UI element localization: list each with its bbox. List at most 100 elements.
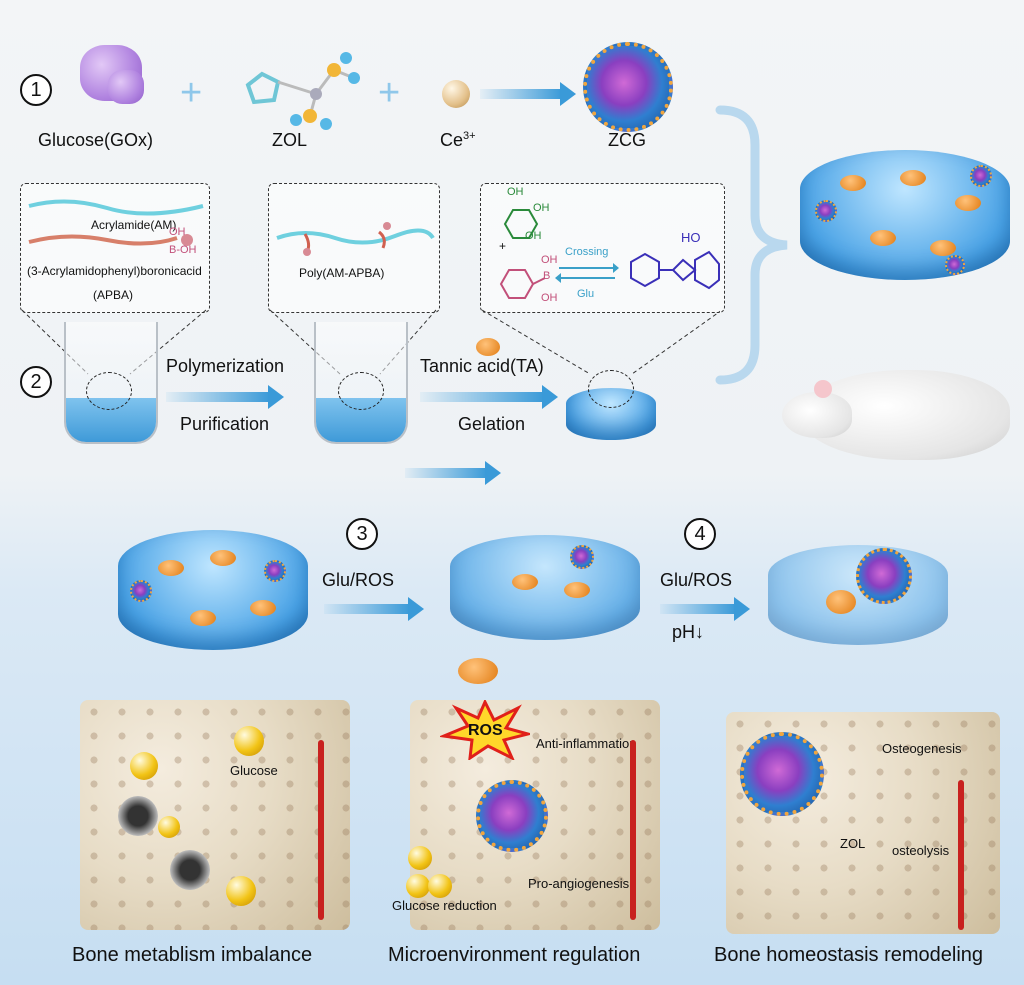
ta-particle xyxy=(158,560,184,576)
anti-inflammation-label: Anti-inflammation xyxy=(536,736,637,751)
apba-long-label: (3-Acrylamidophenyl)boronicacid xyxy=(27,264,202,278)
boronate-ester-structure xyxy=(630,250,720,290)
b-oh-1: OH xyxy=(541,254,558,266)
glucose-ball xyxy=(130,752,158,780)
glu-ros-label-1: Glu/ROS xyxy=(322,570,395,590)
ta-particle xyxy=(870,230,896,246)
poly-label: Poly(AM-APBA) xyxy=(299,266,385,280)
arrow-degrade-1 xyxy=(324,597,424,621)
mouse-head xyxy=(782,392,852,438)
zcg-nanoparticle-icon xyxy=(583,42,673,132)
apba-label: (APBA) xyxy=(93,288,134,302)
polymer-chain xyxy=(276,222,435,256)
pro-angiogenesis-label: Pro-angiogenesis xyxy=(528,876,630,891)
arrow-gelation xyxy=(420,385,558,409)
arrow-down-row xyxy=(405,461,501,485)
glucose-ball xyxy=(226,876,256,906)
zcg-particle xyxy=(570,545,594,569)
zcg-nanozyme-center xyxy=(476,780,548,852)
ta-particle xyxy=(840,175,866,191)
caption-microenvironment: Microenvironment regulation xyxy=(388,944,641,966)
mouse-ear xyxy=(814,380,832,398)
step-3-circle: 3 xyxy=(346,518,378,550)
ros-label: ROS xyxy=(468,722,503,739)
ta-particle xyxy=(564,582,590,598)
zcg-particle xyxy=(945,255,965,275)
ta-particle xyxy=(512,574,538,590)
glucose-label: Glucose xyxy=(230,763,278,778)
step-2-circle: 2 xyxy=(20,366,52,398)
gelation-label: Gelation xyxy=(458,414,526,434)
zcg-particle xyxy=(130,580,152,602)
equilibrium-arrows xyxy=(555,263,619,283)
tannic-boronic-structures xyxy=(499,209,546,299)
zcg-particle xyxy=(264,560,286,582)
zcg-particle xyxy=(815,200,837,222)
monomer-box: Acrylamide(AM) OH B-OH (3-Acrylamidophen… xyxy=(20,183,210,313)
tannic-acid-label: Tannic acid(TA) xyxy=(420,356,544,376)
crossing-label: Crossing xyxy=(565,246,609,258)
blood-vessel xyxy=(958,780,964,930)
cerium-ion-icon xyxy=(442,80,470,108)
ta-oh-1: OH xyxy=(507,186,524,198)
zol-molecule-icon xyxy=(245,52,360,130)
step-4-circle: 4 xyxy=(684,518,716,550)
gox-enzyme-icon-part xyxy=(108,70,144,104)
ta-particle xyxy=(458,658,498,684)
beaker-monomers xyxy=(64,322,158,444)
oh-label: OH xyxy=(169,226,186,238)
b-oh-label: B-OH xyxy=(169,244,197,256)
osteoclast-cell xyxy=(118,796,158,836)
ta-particle xyxy=(190,610,216,626)
purification-label: Purification xyxy=(180,414,270,434)
ph-label: pH↓ xyxy=(672,622,705,642)
zol-release-label: ZOL xyxy=(840,836,866,851)
hydrogel-disk-degrading xyxy=(450,535,640,640)
combine-brace xyxy=(715,105,788,385)
tannic-acid-icon xyxy=(476,338,500,356)
zoom-circle xyxy=(338,372,384,410)
glucose-ball xyxy=(158,816,180,838)
ta-particle xyxy=(250,600,276,616)
b-oh-2: OH xyxy=(541,292,558,304)
glucose-ball xyxy=(408,846,432,870)
plus-sign-2: + xyxy=(378,72,401,114)
osteoclast-cell xyxy=(170,850,210,890)
caption-remodeling: Bone homeostasis remodeling xyxy=(714,944,984,966)
plus-sign-1: + xyxy=(180,72,203,114)
zol-label: ZOL xyxy=(272,130,308,150)
monomer-chains xyxy=(28,199,204,246)
osteogenesis-label: Osteogenesis xyxy=(882,741,962,756)
cerium-label: Ce3+ xyxy=(440,130,476,150)
am-label: Acrylamide(AM) xyxy=(91,218,177,232)
glucose-ball xyxy=(234,726,264,756)
polymer-box: Poly(AM-APBA) xyxy=(268,183,440,313)
glucose-reduction-label: Glucose reduction xyxy=(392,898,497,913)
arrow-polymerization xyxy=(166,385,284,409)
bone-block-imbalance xyxy=(80,700,350,930)
ros-burst-icon xyxy=(440,700,530,760)
ta-oh-3: OH xyxy=(525,230,542,242)
hydrogel-fragments xyxy=(768,545,948,645)
plus-label: + xyxy=(499,239,507,253)
glucose-gox-label: Glucose(GOx) xyxy=(38,130,154,150)
caption-bone-imbalance: Bone metablism imbalance xyxy=(72,944,313,966)
zcg-degrading xyxy=(740,732,824,816)
glucose-ball xyxy=(406,874,430,898)
step-1-circle: 1 xyxy=(20,74,52,106)
zcg-particle xyxy=(970,165,992,187)
zcg-released xyxy=(856,548,912,604)
ta-particle xyxy=(900,170,926,186)
osteolysis-label: osteolysis xyxy=(892,843,950,858)
arrow-to-zcg xyxy=(480,82,576,106)
zcg-label: ZCG xyxy=(608,130,646,150)
arrow-degrade-2 xyxy=(660,597,750,621)
ta-particle xyxy=(826,590,856,614)
glucose-ball xyxy=(428,874,452,898)
ta-particle xyxy=(930,240,956,256)
ta-oh-2: OH xyxy=(533,202,550,214)
ta-particle xyxy=(955,195,981,211)
blood-vessel xyxy=(318,740,324,920)
boron-label: B xyxy=(543,270,551,282)
